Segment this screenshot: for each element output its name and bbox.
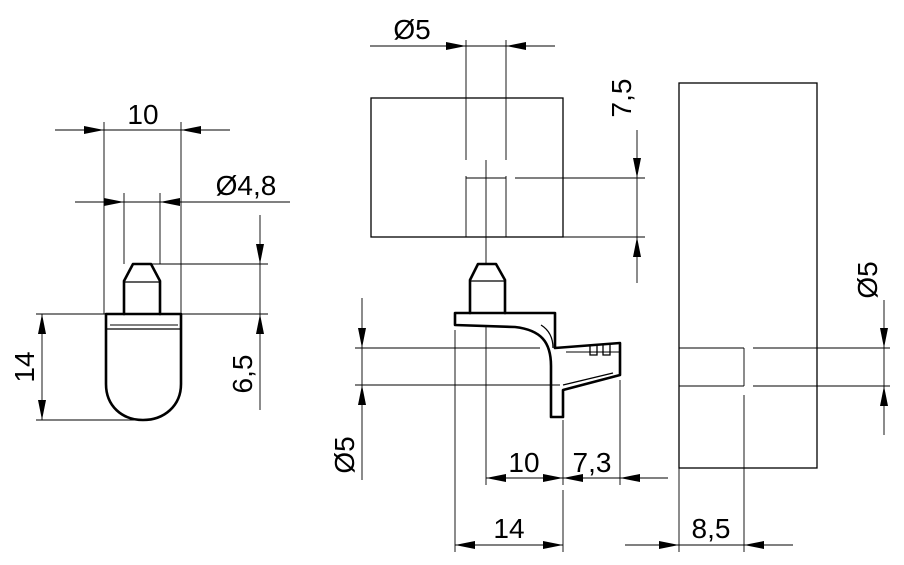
dim-diameter-5-top: Ø5	[393, 14, 430, 45]
dim-height-6-5: 6,5	[227, 355, 258, 394]
hook-detail-1	[589, 344, 598, 356]
dim-height-14: 14	[9, 351, 40, 382]
hook-detail-2	[602, 343, 611, 356]
side-pin-outline	[468, 262, 507, 315]
side-view-shelf-support	[453, 262, 622, 419]
dim-width-8-5: 8,5	[692, 513, 731, 544]
dim-width-10-top: 10	[127, 99, 158, 130]
side-body-curve-line	[540, 324, 554, 349]
front-view-dimensions	[36, 122, 290, 421]
top-view-dimensions	[370, 42, 641, 283]
edge-panel-rectangle	[678, 82, 818, 469]
dim-diameter-5-left: Ø5	[329, 436, 360, 473]
dim-length-14: 14	[493, 513, 524, 544]
pin-outline	[122, 262, 162, 316]
support-body-outline	[104, 312, 183, 422]
dim-height-7-5: 7,5	[606, 79, 637, 118]
dimension-labels: 10 Ø4,8 14 6,5 Ø5 7,5 Ø5 Ø5 10 7,3 14 8,…	[9, 14, 883, 544]
panel-rectangle	[370, 97, 564, 238]
dim-diameter-5-right: Ø5	[852, 261, 883, 298]
dim-diameter-4-8: Ø4,8	[216, 170, 277, 201]
dim-length-10: 10	[508, 447, 539, 478]
side-body-lower-line	[562, 372, 614, 386]
front-view-shelf-support	[104, 262, 183, 422]
edge-view-dimensions	[625, 300, 888, 549]
top-view-panel	[370, 40, 645, 265]
side-body-outline	[453, 311, 622, 419]
side-view-dimensions	[355, 298, 668, 552]
edge-view-panel	[678, 82, 890, 552]
dim-length-7-3: 7,3	[573, 447, 612, 478]
